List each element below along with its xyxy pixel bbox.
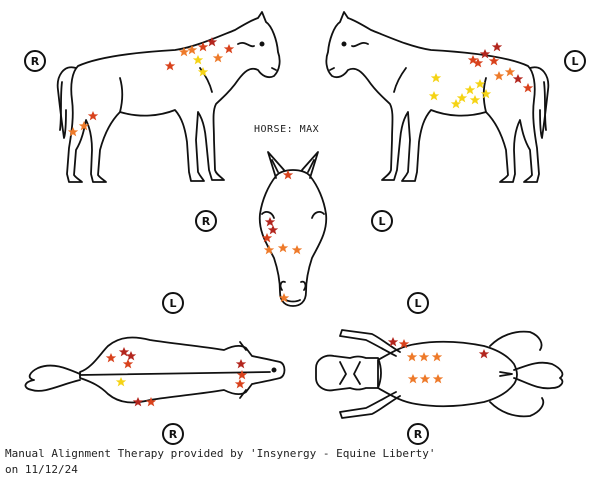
side-badge-right: R [24, 50, 46, 72]
star-icon [504, 67, 516, 77]
star-icon [480, 89, 492, 99]
star-icon [115, 377, 127, 387]
star-icon [419, 374, 431, 384]
star-icon [522, 83, 534, 93]
star-icon [122, 359, 134, 369]
star-icon [407, 374, 419, 384]
horse-left-side-view [325, 11, 550, 183]
star-icon [512, 74, 524, 84]
side-badge-right: R [162, 423, 184, 445]
star-icon [464, 85, 476, 95]
side-badge-left: L [407, 292, 429, 314]
horse-front-head-view [258, 151, 328, 307]
star-icon [105, 353, 117, 363]
star-icon [236, 370, 248, 380]
horse-name-label: HORSE: MAX [254, 124, 320, 135]
star-icon [428, 91, 440, 101]
side-badge-left: L [564, 50, 586, 72]
star-icon [234, 379, 246, 389]
star-icon [432, 374, 444, 384]
side-badge-right: R [195, 210, 217, 232]
side-badge-right: R [407, 423, 429, 445]
horse-top-view [24, 336, 286, 404]
star-icon [493, 71, 505, 81]
star-icon [87, 111, 99, 121]
horse-right-side-view [56, 11, 281, 183]
star-icon [164, 61, 176, 71]
star-icon [125, 351, 137, 361]
star-icon [291, 245, 303, 255]
star-icon [478, 349, 490, 359]
star-icon [263, 245, 275, 255]
star-icon [267, 225, 279, 235]
therapy-point-stars [67, 37, 534, 407]
star-icon [212, 53, 224, 63]
star-icon [406, 352, 418, 362]
side-badge-left: L [371, 210, 393, 232]
star-icon [223, 44, 235, 54]
star-icon [430, 73, 442, 83]
star-icon [277, 243, 289, 253]
side-badge-left: L [162, 292, 184, 314]
star-icon [418, 352, 430, 362]
caption-line-2: on 11/12/24 [5, 463, 78, 476]
star-icon [67, 127, 79, 137]
star-icon [431, 352, 443, 362]
horse-bottom-view [315, 329, 564, 419]
star-icon [235, 359, 247, 369]
star-icon [456, 93, 468, 103]
star-icon [479, 49, 491, 59]
star-icon [491, 42, 503, 52]
caption-line-1: Manual Alignment Therapy provided by 'In… [5, 447, 436, 460]
star-icon [469, 95, 481, 105]
star-icon [192, 55, 204, 65]
